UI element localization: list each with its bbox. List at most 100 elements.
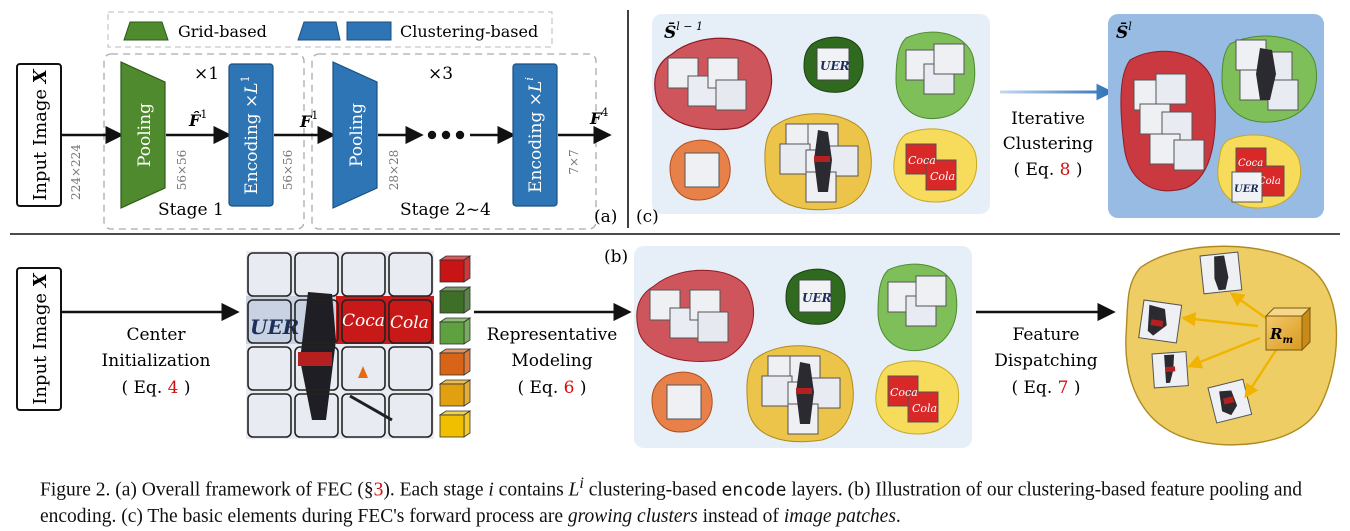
- encoding-block-stage1: [228, 63, 274, 207]
- dark-green-b-patch: [798, 279, 832, 313]
- panel-a: Grid-based Clustering-based Input Image …: [16, 11, 617, 230]
- encoding-label-stage1: Encoding ×L1: [239, 75, 262, 194]
- f4-label: F4: [589, 106, 608, 128]
- dispatch-eq: ( Eq. 7 ): [1011, 378, 1080, 398]
- coca-patch-text-1: Coca: [908, 154, 936, 167]
- rep-model-line2: Modeling: [511, 351, 592, 371]
- center-swatch-1: [438, 255, 472, 283]
- panel-a-tag: (a): [594, 207, 617, 227]
- yellow-patch-5: [827, 145, 859, 177]
- caption-section-ref[interactable]: 3: [373, 479, 384, 501]
- pooling-label-cluster: Pooling: [347, 103, 367, 167]
- player-silhouette-next: [1256, 48, 1276, 100]
- rep-model-eq: ( Eq. 6 ): [517, 378, 586, 398]
- f-hat-label: F̂1: [188, 108, 207, 130]
- dispatch-line2: Dispatching: [994, 351, 1097, 371]
- stage1-label: Stage 1: [158, 200, 224, 220]
- input-image-label-b: Input Image X: [30, 272, 51, 405]
- prev-state-label: S̄l − 1: [664, 20, 703, 43]
- pooling-block-grid: [120, 61, 166, 209]
- center-swatch-5: [438, 379, 472, 407]
- dispatch-patch-3: [1151, 351, 1189, 389]
- red-next-patch-6: [1173, 139, 1205, 171]
- coca-b-patch-2: [907, 391, 939, 423]
- image-patch-grid: UER Coca Cola: [246, 251, 434, 439]
- representative-label: Rm: [1269, 325, 1293, 346]
- yellow-next-text-3: UER: [1234, 184, 1259, 195]
- pooling-block-cluster: [332, 61, 378, 209]
- res-56-a: 56×56: [175, 150, 189, 191]
- encoding-block-stage24: [512, 63, 558, 207]
- center-swatch-4: [438, 348, 472, 376]
- panel-c: S̄l − 1 UER Coca Cola: [636, 14, 1324, 227]
- dark-green-b-text: UER: [802, 291, 832, 305]
- legend-grid-label: Grid-based: [178, 22, 267, 41]
- coca-b-text-1: Coca: [890, 386, 918, 399]
- center-swatches: [438, 255, 472, 438]
- player-jersey-c: [814, 156, 830, 162]
- dispatch-line1: Feature: [1012, 325, 1079, 345]
- light-green-b-patch-3: [915, 275, 947, 307]
- center-swatch-2: [438, 286, 472, 314]
- stage1-repeat: ×1: [194, 64, 219, 84]
- next-state-label: S̄l: [1116, 20, 1132, 43]
- ellipsis-dot-3: [455, 130, 465, 140]
- panel-c-tag: (c): [636, 207, 659, 227]
- pooling-label-grid: Pooling: [135, 103, 155, 167]
- center-init-line2: Initialization: [102, 351, 211, 371]
- input-res-label: 224×224: [69, 144, 83, 200]
- center-swatch-6: [438, 410, 472, 438]
- yellow-b-patch-3: [761, 375, 793, 407]
- dispatch-arrows: [1181, 292, 1282, 399]
- stage24-label: Stage 2~4: [400, 200, 491, 220]
- res-28: 28×28: [387, 150, 401, 191]
- panel-b-tag: (b): [604, 247, 628, 267]
- rep-model-line1: Representative: [487, 325, 618, 345]
- legend-cluster-square: [346, 21, 392, 41]
- red-patch-4: [715, 79, 747, 111]
- dispatch-patch-2: [1138, 299, 1183, 344]
- coca-b-text-2: Cola: [912, 402, 937, 415]
- legend-grid-swatch: [123, 21, 169, 41]
- res-56-b: 56×56: [281, 150, 295, 191]
- dark-green-patch-text: UER: [820, 59, 850, 73]
- yellow-next-patch-3: [1231, 171, 1263, 203]
- stage24-repeat: ×3: [428, 64, 453, 84]
- yellow-patch-3: [779, 143, 811, 175]
- iterative-eq: ( Eq. 8 ): [1013, 160, 1082, 180]
- representative-cube: [1264, 306, 1312, 352]
- encoding-label-stage24: Encoding ×Li: [523, 77, 546, 193]
- yellow-next-text-2: Cola: [1258, 176, 1281, 187]
- red-b-patch-4: [697, 311, 729, 343]
- center-init-line1: Center: [126, 325, 186, 345]
- ellipsis-dot-2: [441, 130, 451, 140]
- iterative-line1: Iterative: [1011, 109, 1085, 129]
- legend-cluster-label: Clustering-based: [400, 22, 538, 41]
- panel-b: Input Image X Center Initialization ( Eq…: [16, 245, 1338, 448]
- yellow-b-patch-5: [809, 377, 841, 409]
- f1-label: F1: [299, 109, 318, 131]
- orange-b-patch: [666, 384, 702, 420]
- grid-text-coca: Coca: [342, 311, 385, 331]
- coca-patch-2: [925, 159, 957, 191]
- orange-patch: [684, 152, 720, 188]
- legend-cluster-swatch: [297, 21, 341, 41]
- grid-text-uer: UER: [250, 315, 299, 339]
- res-7: 7×7: [567, 149, 581, 174]
- center-init-eq: ( Eq. 4 ): [121, 378, 190, 398]
- iterative-line2: Clustering: [1003, 134, 1094, 154]
- dispatch-patch-4: [1207, 378, 1253, 424]
- coca-patch-text-2: Cola: [930, 170, 955, 183]
- dispatch-cluster: [1125, 245, 1338, 446]
- light-green-patch-3: [933, 43, 965, 75]
- stage1-box: [103, 53, 305, 230]
- yellow-next-text-1: Coca: [1238, 158, 1263, 169]
- ellipsis-dot-1: [427, 130, 437, 140]
- red-next-patch-2: [1155, 73, 1187, 105]
- dispatch-patch-1: [1199, 251, 1243, 295]
- input-image-box-b: [16, 267, 62, 411]
- grid-text-cola: Cola: [390, 313, 429, 333]
- center-swatch-3: [438, 317, 472, 345]
- iterative-clustering-arrow: [1000, 83, 1114, 101]
